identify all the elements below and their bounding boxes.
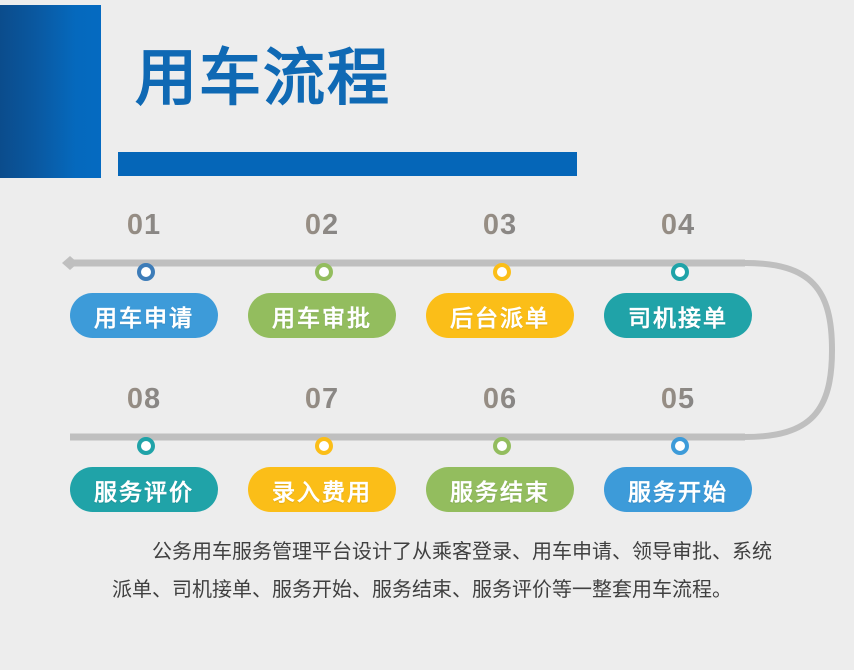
flow-step-08[interactable]: 08 服务评价 [70, 382, 218, 512]
step-pill-label[interactable]: 服务开始 [604, 467, 752, 512]
step-number: 02 [248, 208, 396, 242]
flow-step-04[interactable]: 04 司机接单 [604, 208, 752, 338]
step-number: 04 [604, 208, 752, 242]
step-pill-label[interactable]: 用车审批 [248, 293, 396, 338]
step-dot-icon [137, 437, 155, 455]
step-pill-label[interactable]: 录入费用 [248, 467, 396, 512]
flow-description-text: 公务用车服务管理平台设计了从乘客登录、用车申请、领导审批、系统派单、司机接单、服… [112, 541, 772, 601]
flow-start-arrow-icon [62, 256, 78, 270]
step-dot-icon [671, 437, 689, 455]
process-flow-diagram: 01 用车申请 02 用车审批 03 后台派单 04 司机接单 08 服务评价 [0, 190, 854, 520]
step-number: 07 [248, 382, 396, 416]
header-accent-block [0, 5, 101, 178]
flow-step-07[interactable]: 07 录入费用 [248, 382, 396, 512]
header-underline-bar [118, 152, 577, 176]
step-dot-icon [315, 437, 333, 455]
step-dot-icon [315, 263, 333, 281]
step-number: 06 [426, 382, 574, 416]
step-number: 05 [604, 382, 752, 416]
flow-step-05[interactable]: 05 服务开始 [604, 382, 752, 512]
flow-step-06[interactable]: 06 服务结束 [426, 382, 574, 512]
step-number: 03 [426, 208, 574, 242]
step-dot-icon [137, 263, 155, 281]
step-dot-icon [493, 263, 511, 281]
page-header: 用车流程 [0, 0, 854, 190]
step-pill-label[interactable]: 用车申请 [70, 293, 218, 338]
step-pill-label[interactable]: 服务评价 [70, 467, 218, 512]
flow-row-bottom: 08 服务评价 07 录入费用 06 服务结束 05 服务开始 [70, 382, 790, 512]
u-turn-connector [742, 260, 836, 440]
page-title: 用车流程 [135, 44, 392, 113]
flow-step-01[interactable]: 01 用车申请 [70, 208, 218, 338]
step-dot-icon [493, 437, 511, 455]
step-dot-icon [671, 263, 689, 281]
step-number: 01 [70, 208, 218, 242]
flow-connector-lines [62, 256, 836, 441]
step-pill-label[interactable]: 后台派单 [426, 293, 574, 338]
step-pill-label[interactable]: 服务结束 [426, 467, 574, 512]
step-pill-label[interactable]: 司机接单 [604, 293, 752, 338]
flow-step-02[interactable]: 02 用车审批 [248, 208, 396, 338]
flow-step-03[interactable]: 03 后台派单 [426, 208, 574, 338]
step-number: 08 [70, 382, 218, 416]
flow-row-top: 01 用车申请 02 用车审批 03 后台派单 04 司机接单 [70, 208, 790, 338]
